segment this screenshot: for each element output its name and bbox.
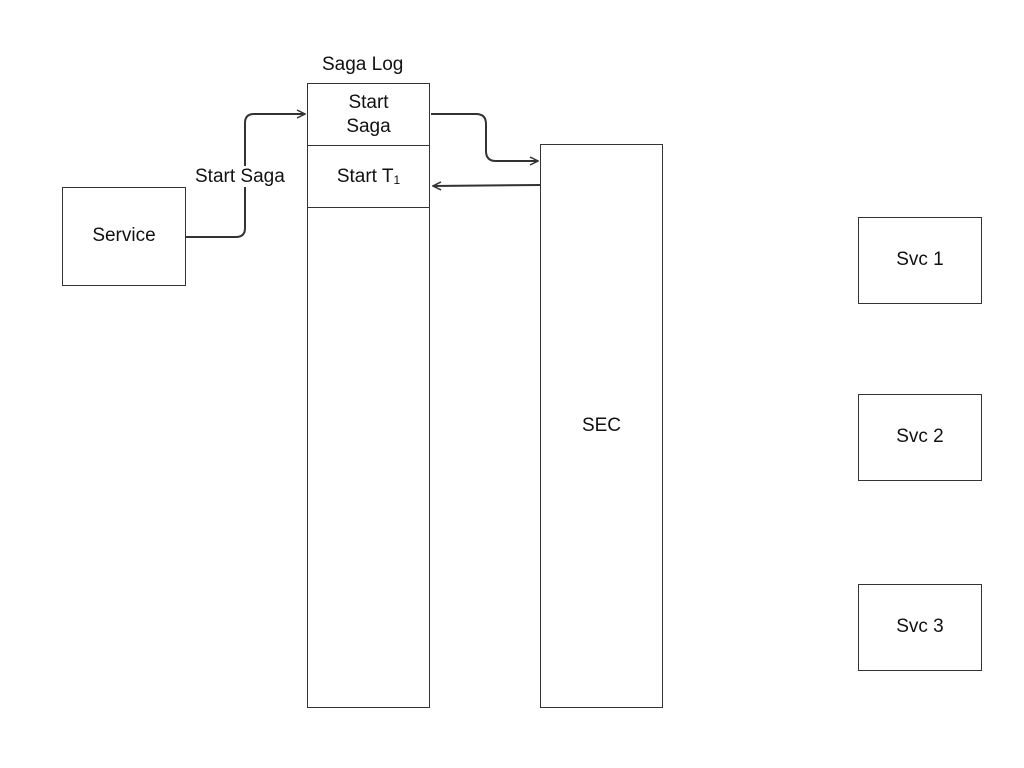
log-entry-start-saga: Start Saga <box>308 84 429 146</box>
saga-log-title: Saga Log <box>322 54 404 75</box>
service-box: Service <box>62 187 186 286</box>
log-entry-subscript: 1 <box>393 172 401 187</box>
svc-2-box: Svc 2 <box>858 394 982 481</box>
log-entry-label: Start T1 <box>336 165 401 187</box>
log-to-sec-arrow <box>431 113 538 161</box>
log-entry-start-t1: Start T1 <box>308 146 429 208</box>
svc-1-label: Svc 1 <box>896 249 944 271</box>
log-entry-label: Start Saga <box>346 91 391 137</box>
sec-box: SEC <box>540 144 663 708</box>
svc-3-box: Svc 3 <box>858 584 982 671</box>
svc-1-box: Svc 1 <box>858 217 982 304</box>
saga-log: Start Saga Start T1 <box>307 83 430 708</box>
sec-to-log-arrow <box>433 185 541 186</box>
edge-label-start-saga: Start Saga <box>194 166 286 187</box>
service-label: Service <box>92 225 156 247</box>
svc-2-label: Svc 2 <box>896 426 944 448</box>
sec-label: SEC <box>581 414 622 436</box>
svc-3-label: Svc 3 <box>896 616 944 638</box>
